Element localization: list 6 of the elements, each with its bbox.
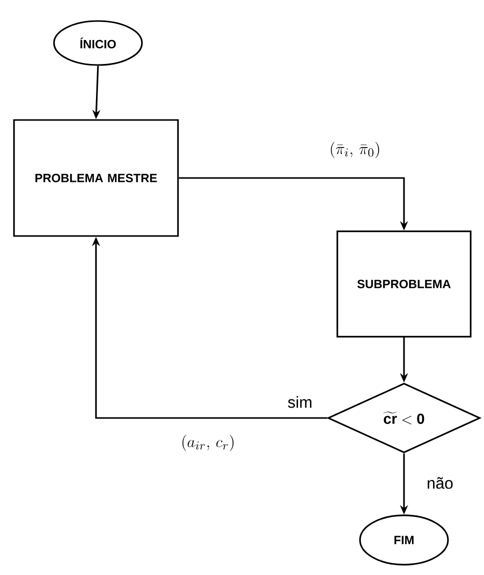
edge-label: sim bbox=[288, 396, 312, 408]
formula-label: $(a_{ir},\, c_r)$ bbox=[182, 435, 234, 452]
edge-label: $(\bar{\pi}_i,\, \bar{\pi}_0)$ bbox=[330, 142, 380, 158]
process-box: SUBPROBLEMA bbox=[336, 230, 472, 338]
edge-label: não bbox=[428, 477, 453, 489]
process-box: PROBLEMA MESTRE bbox=[13, 119, 179, 237]
